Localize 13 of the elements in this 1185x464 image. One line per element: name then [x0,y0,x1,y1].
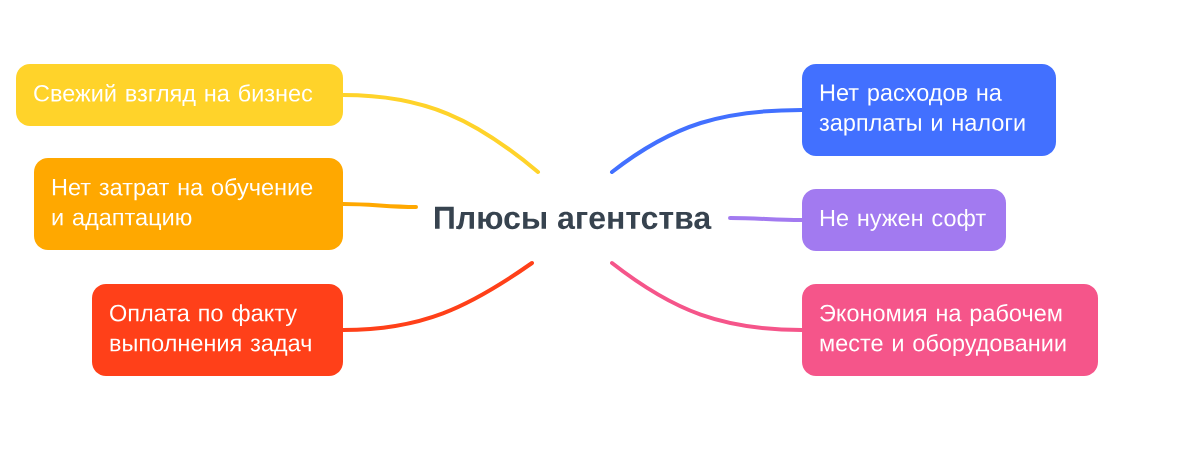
branch-line [610,108,804,174]
topic-box: Нет расходов на зарплаты и налоги [802,64,1056,156]
topic-box: Нет затрат на обучение и адаптацию [34,158,343,250]
central-topic: Плюсы агентства [435,206,712,230]
branch-line [728,216,804,222]
branch-line [341,261,534,332]
branch-line [341,93,540,174]
topic-box: Не нужен софт [802,189,1006,251]
topic-box: Оплата по факту выполнения задач [92,284,343,376]
branch-line [610,261,804,332]
topic-box: Свежий взгляд на бизнес [16,64,343,126]
branch-line [341,202,418,209]
topic-box: Экономия на рабочем месте и оборудовании [802,284,1098,376]
